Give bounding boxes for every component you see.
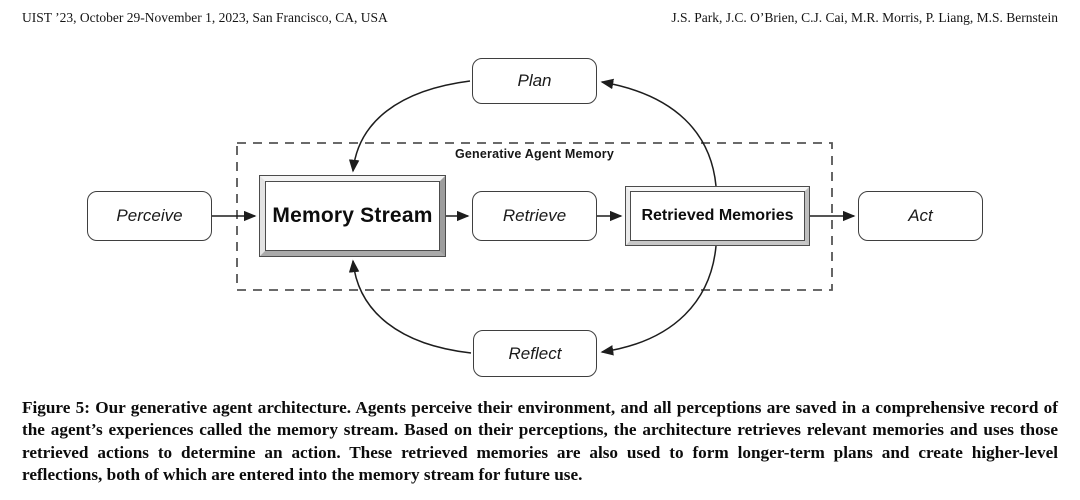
node-act: Act [858,191,983,241]
conference-header: UIST ’23, October 29-November 1, 2023, S… [22,10,388,25]
node-memory-stream: Memory Stream [259,175,446,257]
retrieved-memories-label: Retrieved Memories [630,191,805,241]
figure-diagram: Generative Agent Memory Plan Perceive Re… [0,34,1080,394]
node-retrieve: Retrieve [472,191,597,241]
node-perceive: Perceive [87,191,212,241]
arrow-reflect-to-memory-stream [348,259,472,354]
memory-stream-label: Memory Stream [265,181,440,251]
memory-container-label: Generative Agent Memory [454,147,615,161]
arrow-retrieved-memories-to-reflect [600,245,717,356]
arrow-retrieved-memories-to-plan [600,78,717,187]
figure-caption: Figure 5: Our generative agent architect… [22,398,1058,485]
arrow-plan-to-memory-stream [348,80,471,173]
diagram-edges-layer [212,78,856,356]
authors-header: J.S. Park, J.C. O’Brien, C.J. Cai, M.R. … [671,10,1058,25]
node-retrieved-memories: Retrieved Memories [625,186,810,246]
retrieved-memories-frame-bevel: Retrieved Memories [626,187,809,245]
node-reflect: Reflect [473,330,597,377]
memory-stream-frame-bevel: Memory Stream [260,176,445,256]
node-plan: Plan [472,58,597,104]
